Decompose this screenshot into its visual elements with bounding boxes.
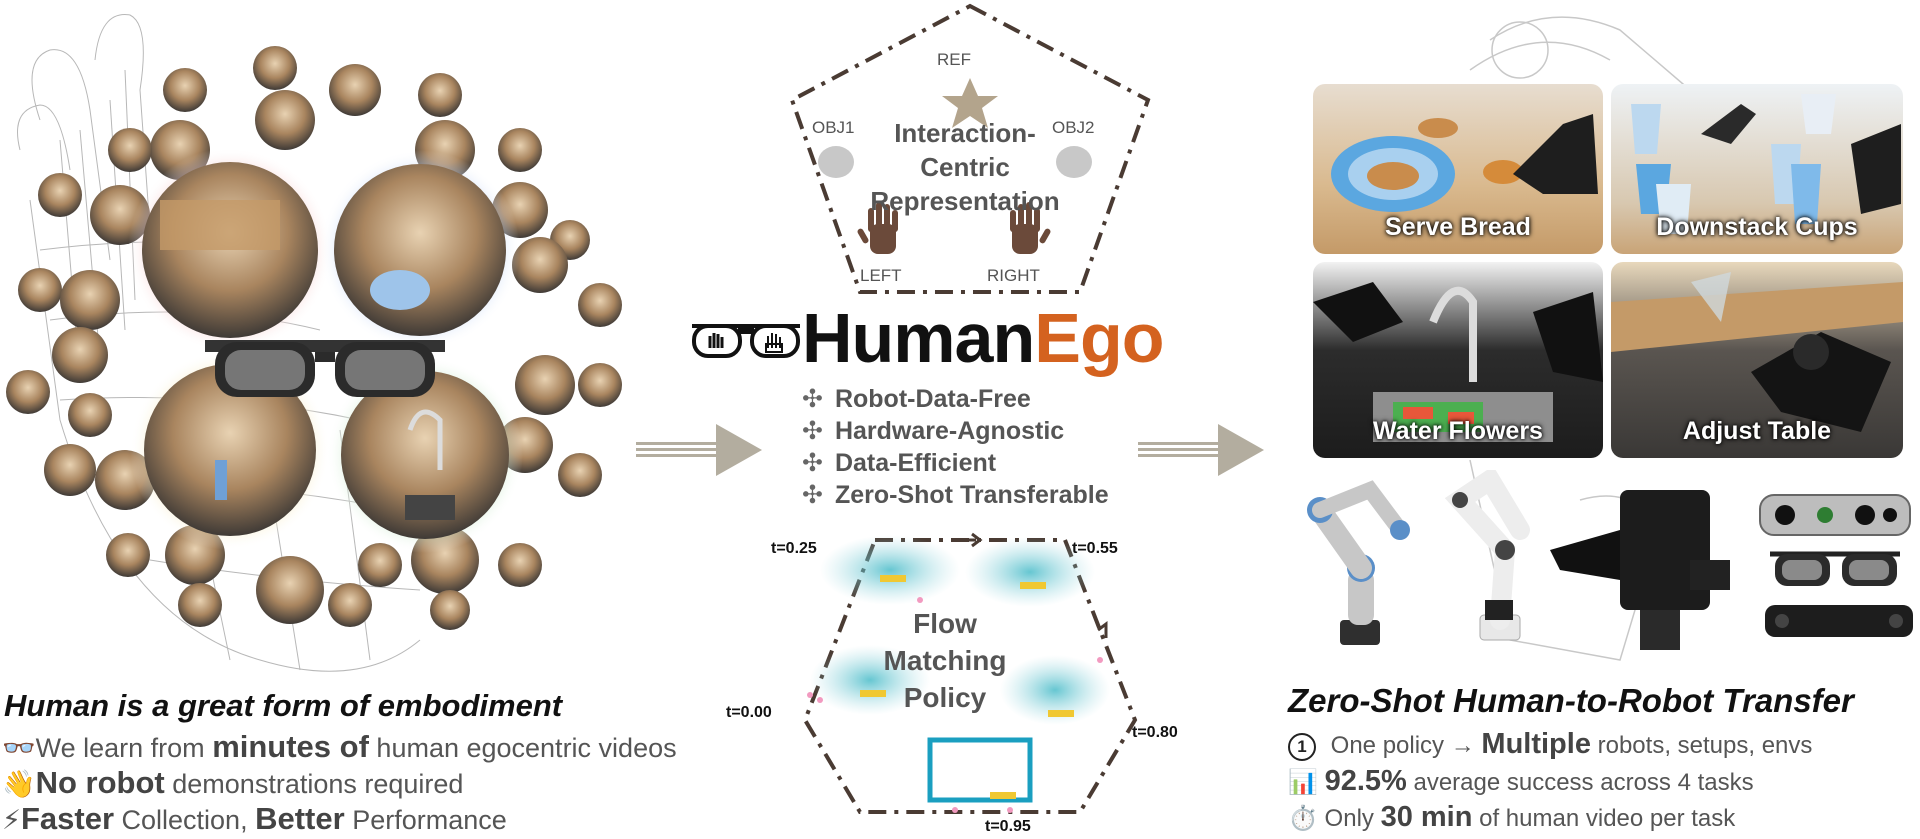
stereo-camera-icon [1765, 605, 1913, 637]
representation-pentagon [789, 3, 1151, 294]
bullet-faster: ⚡Faster Collection, Better Performance [2, 801, 507, 836]
bullet-30-min: ⏱️ Only 30 min of human video per task [1288, 801, 1736, 833]
feature-hardware-agnostic: ✣Hardware-Agnostic [802, 417, 1065, 445]
time-label: t=0.55 [1072, 540, 1118, 557]
cross-bullet-icon: ✣ [802, 417, 823, 445]
small-video-frames [6, 46, 622, 630]
task-label: Water Flowers [1373, 417, 1543, 445]
bullet-minutes: 👓We learn from minutes of human egocentr… [2, 729, 677, 764]
humanego-logo: HumanEgo [802, 299, 1164, 377]
left-title: Human is a great form of embodiment [4, 688, 563, 723]
hand-icon [1010, 202, 1051, 254]
glasses-logo-icon [692, 324, 800, 358]
cross-bullet-icon: ✣ [802, 449, 823, 477]
feature-robot-data-free: ✣Robot-Data-Free [802, 385, 1031, 413]
arrow-right-icon [1138, 424, 1264, 476]
feature-zero-shot: ✣Zero-Shot Transferable [802, 481, 1109, 509]
time-label: t=0.95 [985, 818, 1031, 835]
cross-bullet-icon: ✣ [802, 385, 823, 413]
action-point-cloud [807, 535, 1110, 813]
wave-hand-emoji-icon: 👋 [2, 769, 36, 799]
glasses-emoji-icon: 👓 [2, 733, 36, 763]
ur-robot-arm-icon [1307, 480, 1410, 645]
smart-glasses-icon [205, 340, 445, 397]
flow-matching-pentagon [802, 532, 1138, 814]
task-tile-serve-bread: Serve Bread [1313, 84, 1603, 254]
stopwatch-emoji-icon: ⏱️ [1288, 805, 1318, 832]
task-label: Serve Bread [1385, 213, 1531, 241]
right-hand-label: RIGHT [987, 266, 1040, 285]
smart-glasses-icon [1770, 551, 1900, 586]
right-title: Zero-Shot Human-to-Robot Transfer [1288, 682, 1854, 719]
bullet-no-robot: 👋No robot demonstrations required [2, 765, 464, 800]
task-label: Adjust Table [1682, 417, 1832, 445]
object-circle-icon [818, 146, 854, 178]
task-tile-adjust-table: Adjust Table [1611, 262, 1903, 458]
water-flowers-scene [1313, 282, 1603, 442]
time-label: t=0.25 [771, 540, 817, 557]
time-label: t=0.80 [1132, 724, 1178, 741]
trossen-gripper-icon [1550, 490, 1730, 650]
task-label: Downstack Cups [1656, 213, 1858, 241]
downstack-cups-scene [1631, 94, 1901, 234]
bar-chart-emoji-icon: 📊 [1288, 769, 1318, 796]
arrow-right-icon [636, 424, 762, 476]
serve-bread-scene [1331, 114, 1598, 212]
bullet-success-rate: 📊 92.5% average success across 4 tasks [1288, 765, 1754, 797]
task-tile-water-flowers: Water Flowers [1313, 262, 1603, 458]
time-label: t=0.00 [726, 704, 772, 721]
flow-arrow-icon [1097, 621, 1108, 638]
lightning-emoji-icon: ⚡ [2, 805, 21, 835]
bullet-one-policy: 1 One policy → Multiple robots, setups, … [1288, 728, 1812, 761]
task-tile-downstack-cups: Downstack Cups [1611, 84, 1903, 254]
left-hand-label: LEFT [860, 266, 902, 285]
flow-policy-title: Flow Matching Policy [883, 608, 1007, 713]
cross-bullet-icon: ✣ [802, 481, 823, 509]
reference-star-icon [942, 78, 998, 128]
number-one-icon: 1 [1288, 732, 1316, 761]
franka-robot-arm-icon [1444, 470, 1530, 641]
feature-data-efficient: ✣Data-Efficient [802, 449, 997, 477]
depth-camera-icon [1759, 494, 1911, 536]
object-circle-icon [1056, 146, 1092, 178]
ref-label: REF [937, 50, 971, 69]
adjust-table-scene [1611, 272, 1903, 432]
main-video-frames [128, 148, 523, 553]
obj1-label: OBJ1 [812, 118, 855, 137]
representation-title: Interaction- Centric Representation [870, 118, 1060, 216]
flow-arrow-icon [960, 532, 983, 548]
egocentric-video-collage [6, 14, 622, 672]
robot-hardware-lineup [1307, 470, 1913, 650]
obj2-label: OBJ2 [1052, 118, 1095, 137]
hand-icon [857, 202, 898, 254]
